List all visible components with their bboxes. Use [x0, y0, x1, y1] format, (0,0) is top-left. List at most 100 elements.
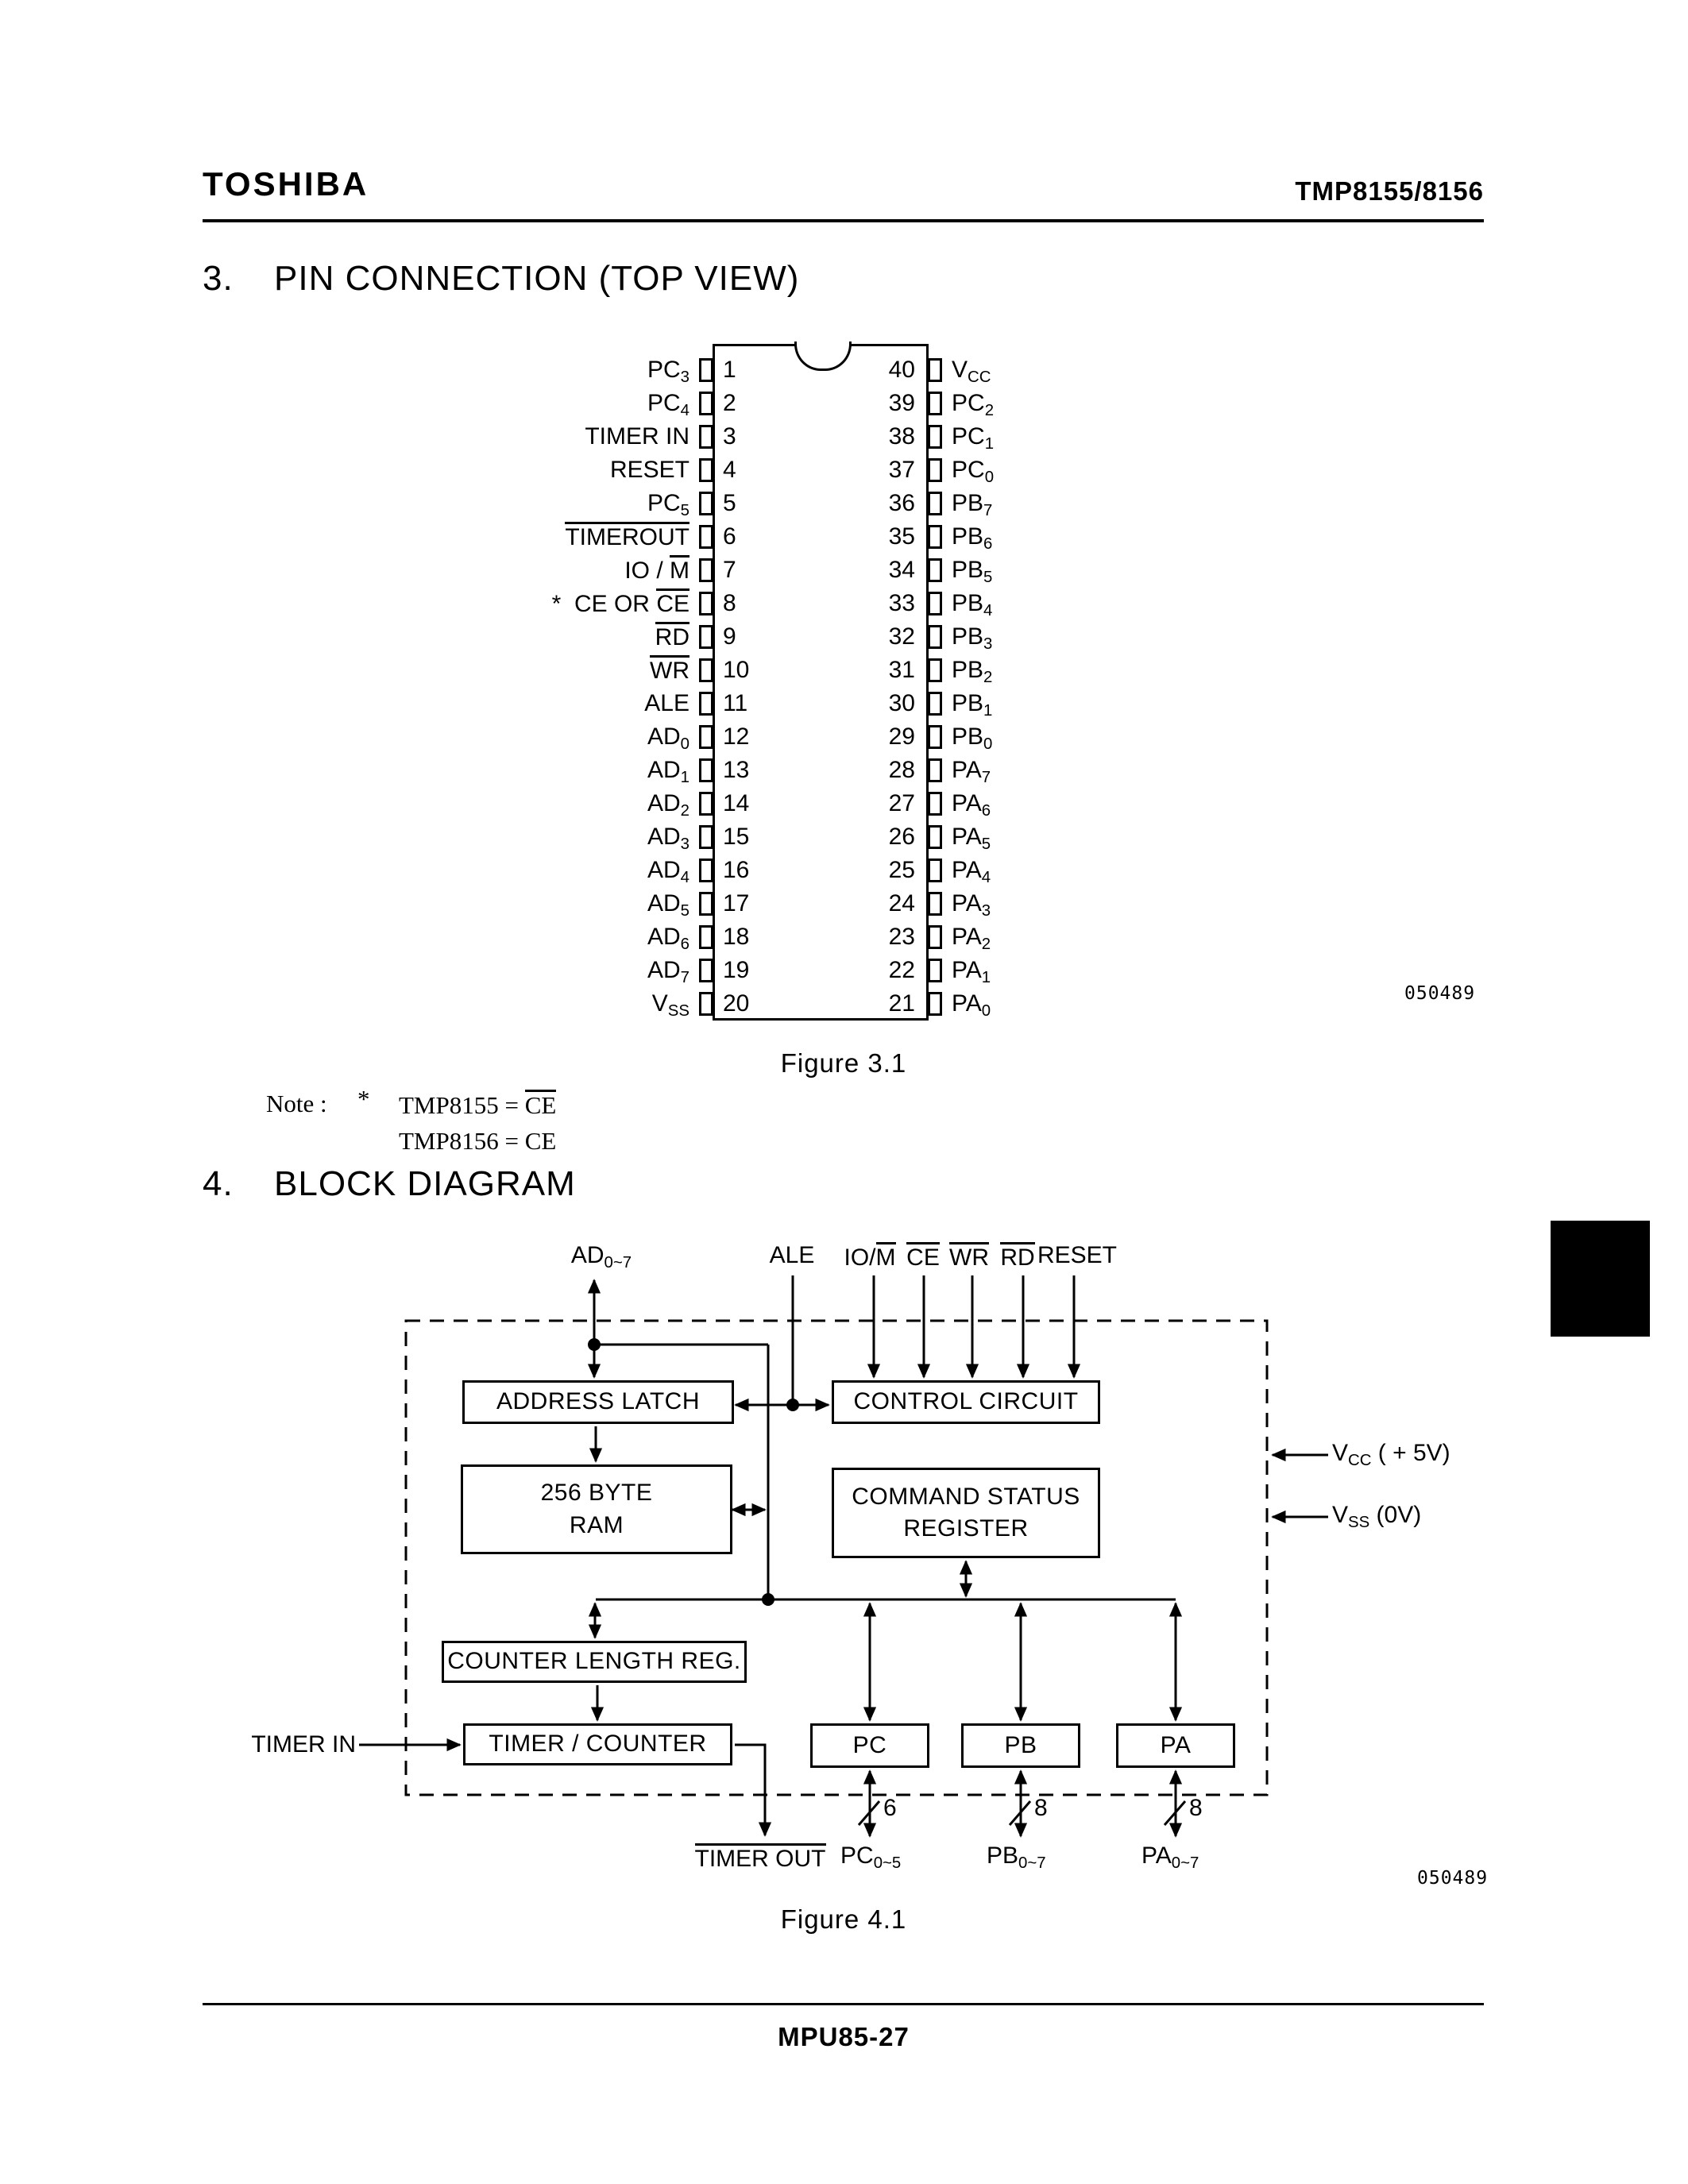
pin-right-label: PC0	[952, 457, 995, 487]
pin-number: 37	[888, 457, 915, 483]
signal-rd: RD	[938, 1242, 1097, 1271]
pin-square	[928, 625, 942, 649]
pin-square	[699, 859, 713, 882]
pin-number: 19	[723, 957, 750, 983]
pin-square	[928, 492, 942, 515]
pin-right-label: PA5	[952, 824, 991, 854]
pin-left-label: PC4	[647, 390, 689, 420]
block-port-a: PA	[1116, 1723, 1235, 1768]
pin-square	[699, 592, 713, 615]
footer-rule	[203, 2003, 1484, 2005]
pin-number: 13	[723, 757, 750, 783]
pin-square	[928, 425, 942, 449]
pin-number: 38	[888, 423, 915, 450]
label-timer-out: TIMER OUT	[661, 1843, 859, 1873]
block-address-latch: ADDRESS LATCH	[462, 1380, 734, 1424]
pin-square	[928, 925, 942, 949]
pin-left-label: AD5	[647, 890, 689, 920]
pin-number: 27	[888, 790, 915, 816]
figure4-stamp: 050489	[1417, 1868, 1489, 1889]
block-port-c: PC	[810, 1723, 929, 1768]
pin-number: 16	[723, 857, 750, 883]
bus-width-pc: 6	[883, 1795, 897, 1821]
pin-right-label: PA4	[952, 857, 991, 887]
pin-right-label: PB4	[952, 590, 993, 620]
pin-right-label: PB3	[952, 623, 993, 654]
pin-number: 17	[723, 890, 750, 916]
signal-ale: ALE	[769, 1242, 815, 1268]
doc-number: TMP8155/8156	[1295, 176, 1484, 206]
pin-square	[928, 525, 942, 549]
pin-square	[928, 692, 942, 716]
pin-square	[928, 558, 942, 582]
pin-square	[928, 859, 942, 882]
pin-number: 23	[888, 924, 915, 950]
pin-number: 15	[723, 824, 750, 850]
pin-number: 36	[888, 490, 915, 516]
pin-right-label: PA3	[952, 890, 991, 920]
pin-number: 30	[888, 690, 915, 716]
pin-square	[928, 592, 942, 615]
pin-number: 22	[888, 957, 915, 983]
block-port-b: PB	[961, 1723, 1080, 1768]
pin-square	[928, 392, 942, 415]
signal-ad0-7: AD0~7	[570, 1242, 632, 1272]
pin-square	[699, 425, 713, 449]
pin-number: 29	[888, 723, 915, 750]
pin-number: 4	[723, 457, 736, 483]
label-timer-in: TIMER IN	[251, 1731, 356, 1758]
pin-left-label: TIMEROUT	[372, 522, 689, 553]
pin-square	[699, 725, 713, 749]
pin-square	[699, 959, 713, 982]
note-line-2: TMP8156 = CE	[399, 1127, 557, 1155]
pin-square	[699, 758, 713, 782]
pin-number: 11	[723, 690, 748, 716]
figure4-caption: Figure 4.1	[780, 1904, 907, 1934]
signal-reset: RESET	[1037, 1242, 1118, 1268]
bus-width-pb: 8	[1034, 1795, 1048, 1821]
pin-number: 6	[723, 523, 736, 550]
pin-number: 14	[723, 790, 750, 816]
pin-number: 26	[888, 824, 915, 850]
pin-square	[699, 792, 713, 816]
pin-number: 39	[888, 390, 915, 416]
pin-right-label: PB7	[952, 490, 993, 520]
block-counter-length-reg: COUNTER LENGTH REG.	[442, 1641, 747, 1683]
pin-number: 12	[723, 723, 750, 750]
pin-square	[699, 392, 713, 415]
ic-package-outline	[713, 344, 929, 1021]
pin-right-label: PB5	[952, 557, 993, 587]
pin-square	[928, 358, 942, 382]
pin-left-label: IO / M	[372, 555, 689, 586]
pin-right-label: PB1	[952, 690, 993, 720]
pin-left-label: RESET	[609, 457, 689, 483]
pin-square	[928, 959, 942, 982]
pin-left-label: AD3	[647, 824, 689, 854]
pin-square	[699, 358, 713, 382]
pin-left-label: WR	[372, 655, 689, 686]
pin-right-label: PB6	[952, 523, 993, 554]
label-pb0-7: PB0~7	[987, 1843, 1046, 1873]
pin-left-label: AD2	[647, 790, 689, 820]
pin-left-label: AD6	[647, 924, 689, 954]
pin-right-label: PC1	[952, 423, 995, 453]
page-number: MPU85-27	[778, 2022, 910, 2051]
note-prefix: Note :	[266, 1090, 327, 1117]
block-timer-counter: TIMER / COUNTER	[463, 1723, 732, 1765]
pin-square	[699, 825, 713, 849]
note-line-1: TMP8155 = CE	[399, 1090, 557, 1119]
signal-wr: WR	[890, 1242, 1049, 1271]
block-control-circuit: CONTROL CIRCUIT	[832, 1380, 1100, 1424]
pin-square	[699, 992, 713, 1016]
pin-number: 1	[723, 357, 736, 383]
pin-square	[928, 992, 942, 1016]
pin-square	[928, 825, 942, 849]
pin-left-label: ALE	[644, 690, 689, 716]
figure3-stamp: 050489	[1404, 983, 1476, 1004]
pin-square	[928, 758, 942, 782]
signal-ce: CE	[844, 1242, 1002, 1271]
pin-square	[699, 458, 713, 482]
